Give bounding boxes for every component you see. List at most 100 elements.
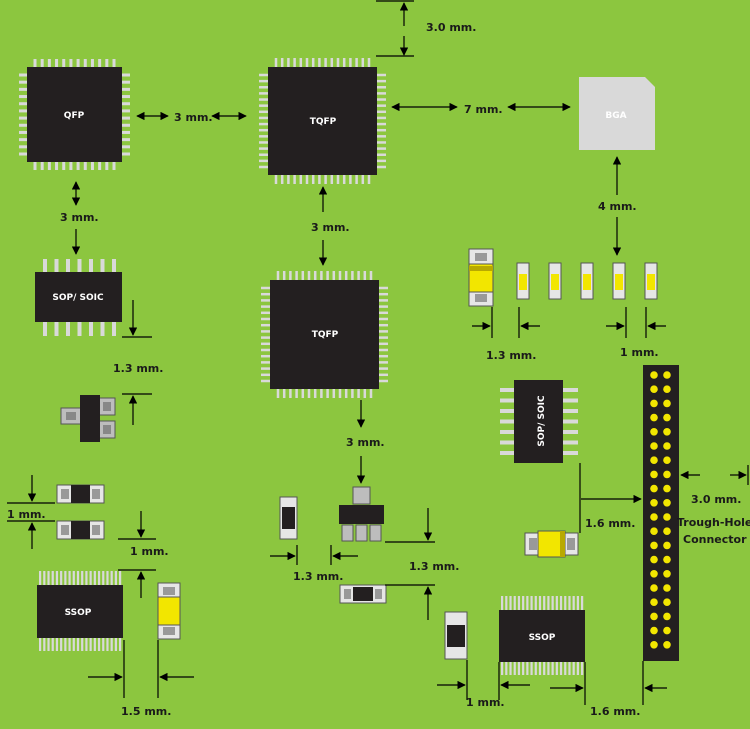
tqfp-pin [318,58,321,67]
tqfp-pin [361,58,365,67]
tqfp-mid-chip: TQFP [261,271,388,398]
ssop-pin [568,662,571,675]
ssop-pin [106,638,109,651]
ssop-pin [110,638,113,651]
qfp-label: QFP [64,111,85,121]
sop-pin [563,388,578,392]
tqfp-pin [324,175,327,184]
sop-pin [100,322,105,336]
ssop-pin [517,596,521,610]
tqfp-pin [259,92,268,95]
connector-hole [650,626,658,635]
tqfp-pin [379,299,388,302]
tqfp-pin [379,348,388,352]
ssop-pin [543,662,546,675]
qfp-pin [19,145,27,149]
tqfp-pin [336,58,340,67]
tqfp-pin [293,175,296,184]
qfp-pin [76,162,80,170]
ssop-pin [559,596,563,610]
ssop-pin [55,638,59,651]
tqfp-pin [351,271,354,280]
sop-right-label: SOP/ SOIC [537,395,547,447]
tqfp-pin [369,271,373,280]
qfp-pin [19,95,27,99]
tqfp-pin [282,389,286,398]
dim-label-left-1: 1 mm. [7,508,46,521]
qfp-pin [19,102,27,106]
chip-resistor-upper [56,484,105,504]
ssop-pin [119,571,122,585]
tqfp-pin [330,58,334,67]
tqfp-pin [295,389,298,398]
tqfp-pin [299,175,303,184]
tqfp-pin [379,305,388,308]
sop-pin [112,259,116,272]
sop-pin [563,430,578,434]
tqfp-pin [261,361,270,364]
qfp-pin [122,152,130,156]
qfp-pin [83,162,87,170]
qfp-pin [122,109,130,113]
tqfp-pin [280,58,284,67]
qfp-pin [122,145,130,149]
dim-label-pads-1-3: 1.3 mm. [486,349,536,362]
tqfp-pin [357,271,360,280]
ssop-pin [534,596,537,610]
tqfp-pin [276,389,280,398]
tqfp-pin [313,389,317,398]
tqfp-pin [363,389,367,398]
ssop-pin [526,662,529,675]
tqfp-pin [351,389,354,398]
qfp-pin [19,80,27,84]
ssop-pin [85,638,88,651]
ssop-pin [81,571,84,585]
connector-hole [650,399,658,408]
tqfp-pin [377,98,386,101]
ssop-pin [505,662,508,675]
connector-hole [650,555,658,564]
tqfp-pin [261,367,270,370]
small-pad-fill [647,274,655,290]
qfp-pin [19,109,27,113]
qfp-pin [69,59,73,67]
chip-resistor-lower [56,520,105,540]
ssop-pin [51,571,54,585]
dim-label-ssop-1-6: 1.6 mm. [590,705,640,718]
ssop-pin [97,571,101,585]
connector-hole [663,499,671,507]
connector-hole [650,428,658,436]
qfp-pin [19,73,27,77]
connector-hole [650,541,658,550]
ssop-left-label: SSOP [65,608,92,618]
tqfp-pin [367,58,371,67]
tqfp-pin [377,128,386,132]
ssop-pin [43,638,46,651]
ssop-pin [47,638,50,651]
ssop-right-chip: SSOP [499,596,585,675]
small-pad-fill [551,274,559,290]
connector-hole [663,641,671,649]
tqfp-pin [259,165,268,169]
ssop-pin [551,596,554,610]
tqfp-pin [276,271,280,280]
ssop-pin [555,596,558,610]
connector-hole [650,598,658,606]
ssop-pin [114,638,117,651]
tqfp-pin [287,175,290,184]
yellow-capacitor-right [524,530,579,558]
sop-pin [500,419,514,424]
tqfp-pin [355,175,358,184]
ssop-right-label: SSOP [529,633,556,643]
qfp-pin [19,138,27,142]
connector-hole [663,598,671,606]
connector-label-line2: Connector [683,533,747,546]
tqfp-pin [377,147,386,150]
bga-chip: BGA [579,77,655,150]
tqfp-pin [282,271,286,280]
ssop-pin [559,662,563,675]
tqfp-pin [261,354,270,358]
ssop-pin [509,596,512,610]
vertical-resistor-low [444,611,468,660]
connector-hole [663,413,671,422]
